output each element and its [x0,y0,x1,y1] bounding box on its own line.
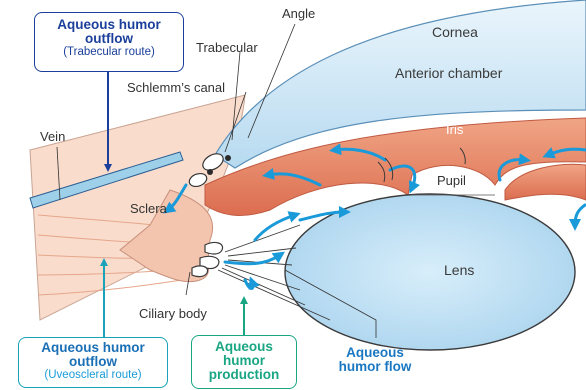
label-trabecular: Trabecular [196,40,258,55]
callout-trabecular-title-1: Aqueous humor [35,18,183,32]
callout-production-line-2: humor [192,354,296,368]
label-iris: Iris [446,122,464,137]
label-sclera: Sclera [130,201,168,216]
flow-label-line-2: humor flow [320,360,430,374]
callout-production-line-1: Aqueous [192,340,296,354]
flow-label-line-1: Aqueous [320,346,430,360]
label-angle: Angle [282,6,315,21]
callout-uveoscleral-title-2: outflow [19,355,167,369]
callout-trabecular-subtitle: (Trabecular route) [35,47,183,59]
callout-aqueous-production: Aqueous humor production [191,335,297,389]
label-anterior-chamber: Anterior chamber [395,65,503,81]
label-lens: Lens [444,262,474,278]
callout-trabecular-title-2: outflow [35,32,183,46]
label-vein: Vein [40,129,65,144]
label-ciliary-body: Ciliary body [139,306,207,321]
callout-uveoscleral-outflow: Aqueous humor outflow (Uveoscleral route… [18,337,168,388]
label-schlemms-canal: Schlemm’s canal [127,80,225,95]
callout-trabecular-outflow: Aqueous humor outflow (Trabecular route) [34,12,184,72]
lens-shape [285,194,575,350]
label-aqueous-humor-flow: Aqueous humor flow [320,346,430,374]
callout-uveoscleral-subtitle: (Uveoscleral route) [19,370,167,382]
label-cornea: Cornea [432,24,478,40]
callout-production-line-3: production [192,368,296,382]
callout-uveoscleral-title-1: Aqueous humor [19,341,167,355]
label-pupil: Pupil [437,173,466,188]
